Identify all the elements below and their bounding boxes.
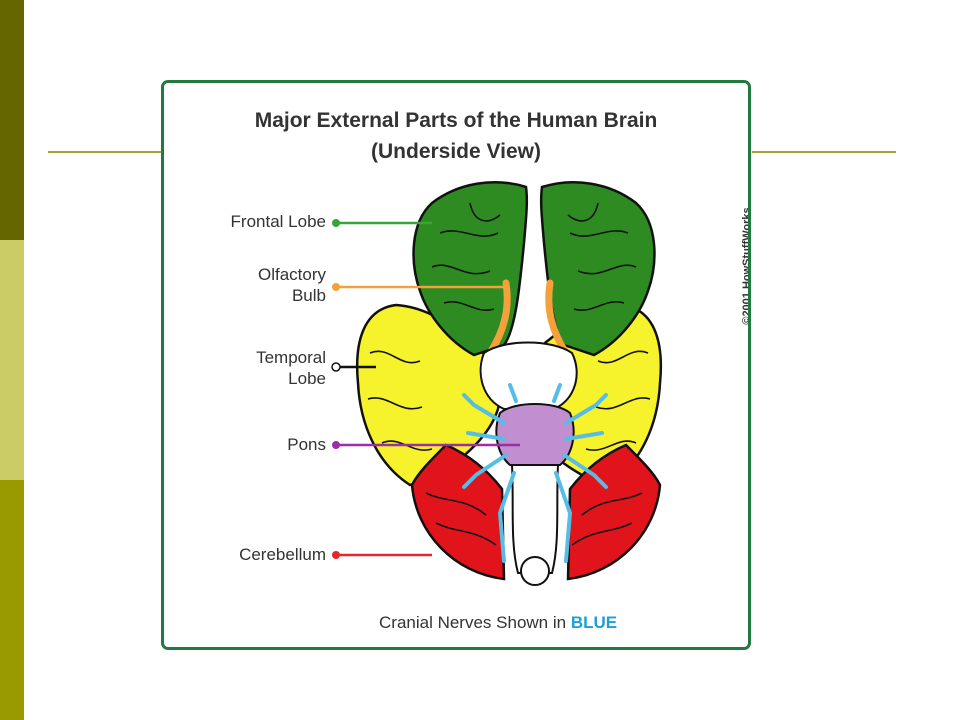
cranial-nerves: [462, 383, 608, 563]
label-pons-text: Pons: [287, 435, 326, 454]
pons: [495, 403, 575, 466]
footer-highlight: BLUE: [570, 613, 618, 632]
label-olfactory-bulb-line1: Olfactory: [257, 265, 326, 284]
optic-chiasm-region: [479, 341, 578, 410]
slide-rule-left: [48, 151, 164, 153]
brain-gyri-lines: [367, 202, 651, 546]
label-olfactory-bulb-line2: Bulb: [291, 286, 326, 305]
label-frontal-lobe-text: Frontal Lobe: [230, 212, 326, 231]
footer-text: Cranial Nerves Shown in: [379, 613, 567, 632]
leader-temporal-dot: [331, 362, 341, 372]
brain-illustration: [331, 181, 662, 586]
label-frontal-lobe: Frontal Lobe: [231, 211, 326, 232]
frontal-lobe-right: [539, 181, 656, 357]
leader-frontal-dot: [332, 219, 340, 227]
brain-figure: Major External Parts of the Human Brain …: [161, 80, 751, 650]
slide-rule-right: [752, 151, 896, 153]
leader-pons-dot: [332, 441, 340, 449]
label-temporal-lobe: Temporal Lobe: [256, 347, 326, 389]
label-cerebellum-text: Cerebellum: [239, 545, 326, 564]
label-temporal-lobe-line1: Temporal: [256, 348, 326, 367]
figure-footer: Cranial Nerves Shown in BLUE: [379, 613, 617, 633]
accent-bar-middle: [0, 240, 24, 480]
label-temporal-lobe-line2: Lobe: [288, 369, 326, 388]
leader-cerebellum-dot: [332, 551, 340, 559]
spinal-cord-section: [520, 556, 550, 586]
leader-lines: [331, 219, 520, 559]
figure-title-line1: Major External Parts of the Human Brain: [254, 109, 658, 132]
brain-stem: [510, 464, 560, 574]
cerebellum-right: [566, 443, 662, 581]
figure-title-line2: (Underside View): [371, 140, 541, 163]
cerebellum-left: [410, 443, 506, 581]
figure-title: Major External Parts of the Human Brain …: [164, 105, 748, 167]
accent-bar-bottom: [0, 480, 24, 720]
frontal-lobe-left: [412, 181, 529, 357]
accent-bar-top: [0, 0, 24, 240]
leader-olfactory-dot: [332, 283, 340, 291]
label-pons: Pons: [287, 434, 326, 455]
label-olfactory-bulb: Olfactory Bulb: [258, 264, 326, 306]
label-cerebellum: Cerebellum: [239, 544, 326, 565]
